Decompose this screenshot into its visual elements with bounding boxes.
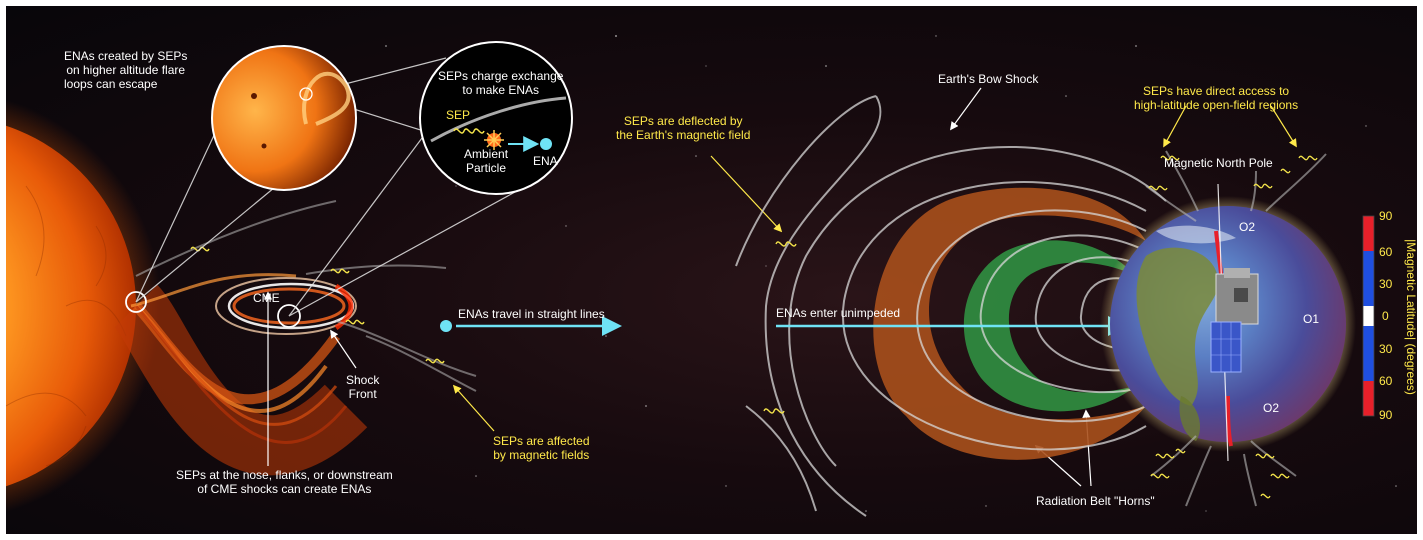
colorbar-tick-90-bottom: 90 [1379,408,1393,422]
magnetic-latitude-colorbar [1362,215,1375,417]
starfield [385,35,1397,512]
colorbar-tick-60-top: 60 [1379,245,1393,259]
label-magnetic-north-pole: Magnetic North Pole [1164,156,1273,170]
label-seps-affected: SEPs are affected by magnetic fields [493,434,590,462]
sun-sep-field-lines [135,200,477,392]
cme-shock-marker [277,304,301,328]
yellow-pointers [452,105,1297,432]
label-bow-shock: Earth's Bow Shock [938,72,1039,86]
colorbar-tick-30-bottom: 30 [1379,342,1393,356]
spacecraft-icon [1210,268,1259,373]
label-enas-flare-loops: ENAs created by SEPs on higher altitude … [64,49,188,91]
diagram-graphics [6,35,1397,517]
colorbar-tick-0: 0 [1382,309,1389,323]
label-seps-direct-access: SEPs have direct access to high-latitude… [1134,84,1299,112]
diagram-stage: ENAs created by SEPs on higher altitude … [6,6,1417,534]
label-cme: CME [253,291,280,305]
colorbar-tick-30-top: 30 [1379,277,1393,291]
label-radiation-belt: Radiation Belt "Horns" [1036,494,1155,508]
label-enas-travel: ENAs travel in straight lines [458,307,605,321]
colorbar-tick-60-bottom: 60 [1379,374,1393,388]
label-shock-front: Shock Front [346,373,380,401]
ena-dot [440,320,452,332]
label-o2-bottom: O2 [1263,401,1280,415]
label-sep: SEP [446,108,471,122]
label-o2-top: O2 [1239,220,1256,234]
charge-exchange-zoom [419,41,573,195]
colorbar-tick-90-top: 90 [1379,209,1393,223]
flare-loop-zoom [211,45,357,191]
polar-sep-helices [1148,155,1318,499]
label-o1: O1 [1303,312,1320,326]
ena-particle-icon [540,138,552,150]
label-seps-charge-exchange: SEPs charge exchange to make ENAs [438,69,564,97]
bow-shock-helices [763,241,797,414]
label-ena: ENA [533,154,558,168]
cme-structure [113,273,368,476]
label-seps-at-nose: SEPs at the nose, flanks, or downstream … [176,468,393,496]
label-seps-deflected: SEPs are deflected by the Earth's magnet… [616,114,751,142]
label-ambient-particle: Ambient Particle [464,147,509,175]
flare-loop-marker [125,291,147,313]
magnetic-field-lines [735,95,1167,517]
colorbar-title: |Magnetic Latitude| (degrees) [1404,239,1417,395]
label-enas-enter: ENAs enter unimpeded [776,306,901,320]
sun [6,99,161,513]
